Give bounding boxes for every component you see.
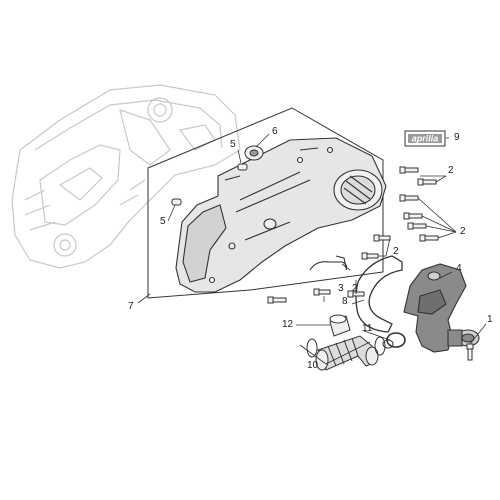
air-duct-hose bbox=[315, 335, 379, 371]
dowel-pins bbox=[171, 163, 248, 206]
callout-5-upper: 5 bbox=[230, 139, 236, 150]
hose-clamps bbox=[306, 336, 386, 358]
callout-9: 9 bbox=[454, 132, 460, 143]
callout-6: 6 bbox=[272, 126, 278, 137]
callout-8: 8 bbox=[342, 296, 348, 307]
cover-gasket bbox=[355, 255, 403, 333]
rubber-plug bbox=[244, 145, 264, 161]
callout-12: 12 bbox=[282, 319, 294, 330]
callout-5-lower: 5 bbox=[160, 216, 166, 227]
transmission-cover bbox=[175, 137, 387, 293]
callout-2-right: 2 bbox=[460, 226, 466, 237]
callout-7: 7 bbox=[128, 301, 134, 312]
callout-2-middle: 2 bbox=[393, 246, 399, 257]
spacer-bushing bbox=[329, 314, 351, 337]
callout-2-lower: 2 bbox=[352, 283, 358, 294]
aprilia-decal: aprilia bbox=[404, 130, 446, 147]
screws bbox=[267, 166, 474, 361]
group-box-outline bbox=[147, 107, 384, 299]
callout-10: 10 bbox=[307, 360, 319, 371]
leader-lines bbox=[137, 133, 487, 365]
callout-11: 11 bbox=[362, 323, 373, 334]
callout-2-upper: 2 bbox=[448, 165, 454, 176]
spring-clip bbox=[309, 255, 348, 271]
decal-logo-text: aprilia bbox=[412, 134, 439, 144]
intake-elbow bbox=[403, 263, 480, 353]
callout-3: 3 bbox=[338, 283, 344, 294]
o-ring bbox=[382, 332, 406, 349]
callout-1: 1 bbox=[487, 314, 493, 325]
callout-4: 4 bbox=[456, 263, 462, 274]
